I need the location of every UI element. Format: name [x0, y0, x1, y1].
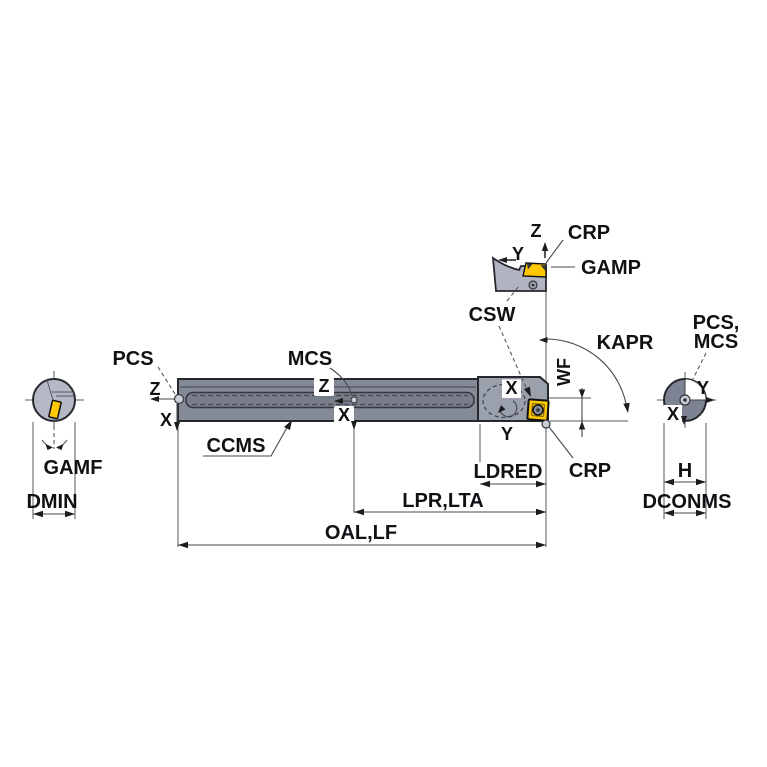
ccms-leader — [203, 423, 290, 457]
gamf-label: GAMF — [44, 457, 103, 479]
detail-y-axis-label: Y — [512, 244, 524, 264]
crp-upper-label: CRP — [568, 222, 610, 244]
cutting-insert — [526, 398, 550, 422]
csw-leader-up — [506, 285, 520, 302]
lpr-lta-dimension: LPR,LTA — [354, 490, 546, 516]
mcs-x-label-box — [334, 406, 354, 425]
detail-insert-chamfer — [527, 264, 533, 270]
ccms-label: CCMS — [207, 435, 266, 457]
detail-y-arrow — [498, 257, 507, 263]
kapr-arc — [545, 338, 628, 410]
left-z-axis-label: Z — [150, 379, 161, 399]
right-pcs-mcs-label-line1: PCS, — [693, 312, 740, 334]
right-y-axis-label: Y — [697, 378, 709, 398]
right-center-dot — [683, 398, 687, 402]
rotation-arrow — [498, 405, 506, 413]
left-x-arrow — [174, 422, 180, 431]
kapr-arrow-top — [539, 337, 548, 343]
detail-insert — [522, 262, 547, 278]
crp-upper-leader — [545, 239, 564, 264]
crp-point-marker — [541, 419, 551, 429]
gamf-arrow-left — [45, 444, 53, 450]
crp-lower-label: CRP — [569, 460, 611, 482]
kapr-label: KAPR — [597, 332, 654, 354]
right-end-view: Y X PCS, MCS — [657, 312, 739, 428]
pcs-origin-marker — [173, 393, 185, 405]
h-label: H — [678, 460, 692, 482]
mcs-x-axis-label: X — [338, 405, 350, 425]
left-end-view — [25, 371, 84, 450]
kapr-arrow-end — [623, 402, 630, 413]
pocket-line — [46, 379, 54, 401]
right-x-label-box — [664, 405, 682, 422]
kapr-dimension: KAPR — [539, 332, 654, 413]
csw-arrow — [523, 386, 531, 397]
cartridge-ellipse — [482, 383, 526, 419]
h-dimension: H — [663, 423, 707, 519]
head-x-label-box — [502, 379, 521, 398]
right-x-arrow — [681, 416, 687, 425]
right-pcs-mcs-label-line2: MCS — [694, 331, 738, 353]
insert-edge-left-view — [48, 399, 62, 420]
callouts: CRP GAMP CSW PCS Z X MCS Z X CCMS — [26, 222, 641, 513]
dconms-label: DCONMS — [643, 491, 732, 513]
mcs-x-arrow — [351, 421, 357, 430]
dmin-label: DMIN — [26, 491, 77, 513]
detail-z-axis-label: Z — [531, 221, 542, 241]
main-view: X Y — [177, 376, 551, 444]
left-z-arrow — [150, 396, 159, 402]
mcs-z-axis-label: Z — [319, 376, 330, 396]
oal-lf-dimension: OAL,LF — [178, 522, 546, 549]
mcs-z-label-box — [314, 377, 334, 396]
pcs-leader — [157, 366, 176, 395]
right-pcs-mcs-leader — [691, 352, 707, 382]
crp-lower-leader — [548, 426, 574, 459]
detail-z-arrow — [541, 242, 549, 251]
top-detail-view: Z Y — [491, 221, 549, 292]
lpr-lta-label: LPR,LTA — [402, 490, 483, 512]
ldred-dimension: LDRED — [474, 461, 546, 488]
clamp-screw-center — [531, 283, 535, 287]
dconms-dimension: DCONMS — [643, 491, 732, 517]
ldred-label: LDRED — [474, 461, 543, 483]
right-end-sector — [684, 378, 707, 401]
pcs-label: PCS — [112, 348, 153, 370]
oal-lf-label: OAL,LF — [325, 522, 397, 544]
rotation-arc — [499, 400, 518, 418]
mcs-origin-marker — [350, 396, 358, 404]
head-y-axis-label: Y — [501, 424, 513, 444]
csw-leader-down — [498, 325, 529, 393]
wf-label: WF — [554, 358, 574, 386]
dmin-dimension — [32, 422, 76, 519]
mcs-leader — [329, 367, 353, 397]
wf-dimension: WF — [554, 358, 586, 437]
left-x-axis-label: X — [160, 410, 172, 430]
mcs-label: MCS — [288, 348, 332, 370]
right-y-arrow — [706, 397, 715, 403]
right-x-axis-label: X — [667, 404, 679, 424]
gamp-label: GAMP — [581, 257, 641, 279]
ccms-arrow — [284, 420, 292, 430]
csw-label: CSW — [469, 304, 516, 326]
mcs-z-arrow — [334, 398, 343, 404]
detail-insert-chamfer — [540, 265, 546, 271]
head-x-axis-label: X — [505, 378, 517, 398]
gamf-arrow-right — [56, 444, 64, 450]
